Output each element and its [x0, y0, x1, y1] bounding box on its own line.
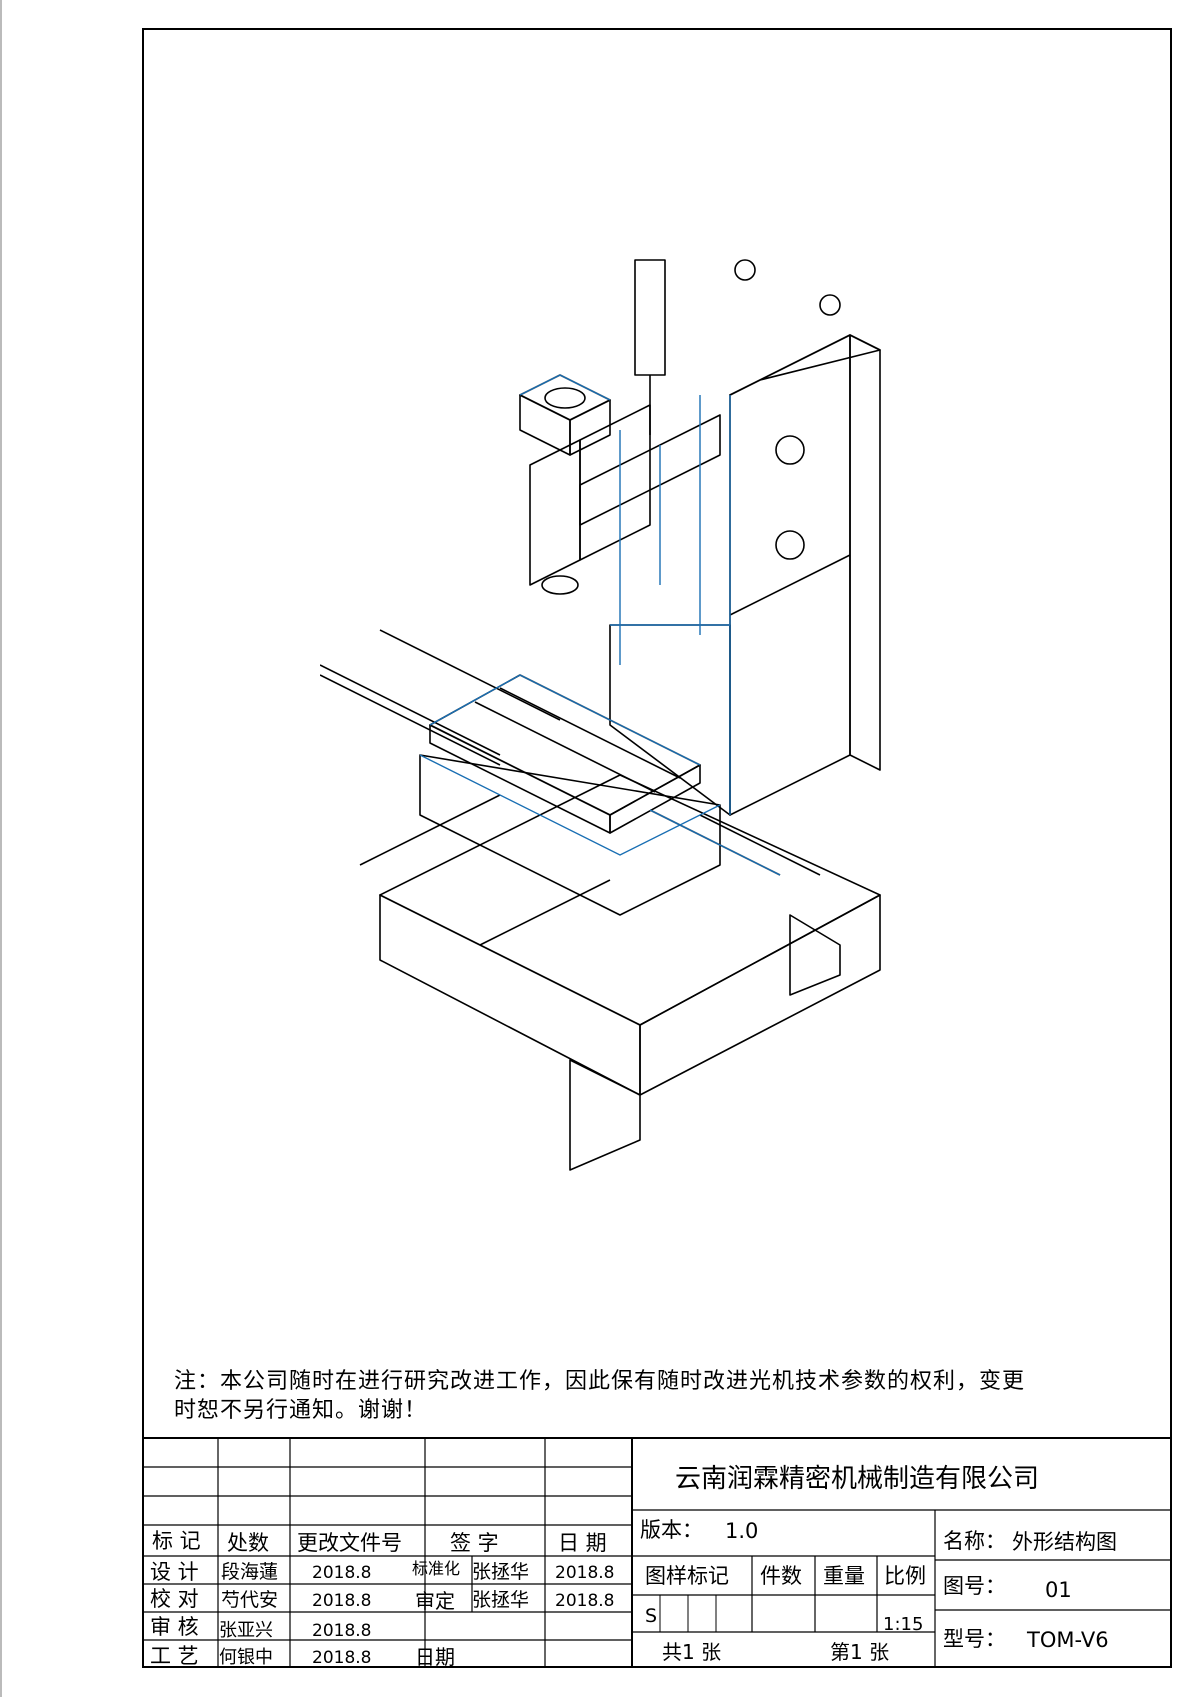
date-label: 日期 [415, 1645, 455, 1669]
weight-header: 重量 [823, 1564, 865, 1588]
total-sheets: 共1 张 [662, 1640, 721, 1664]
company-name: 云南润霖精密机械制造有限公司 [675, 1464, 1039, 1494]
drawing-no-label: 图号： [943, 1574, 1006, 1598]
role-design: 设 计 [150, 1560, 199, 1584]
rail-front-2 [479, 879, 611, 946]
drawing-no-value: 01 [1045, 1578, 1072, 1602]
column-hole-upper [775, 435, 805, 465]
standardization-person: 张拯华 [472, 1561, 529, 1583]
machine-isometric-drawing [320, 259, 881, 1171]
rail-right [379, 629, 561, 721]
motor-face [544, 387, 586, 409]
approval-person: 张拯华 [472, 1589, 529, 1611]
role-process: 工 艺 [150, 1644, 199, 1668]
date-check: 2018.8 [312, 1591, 371, 1611]
scale-value: 1:15 [883, 1614, 923, 1635]
table-side [609, 764, 701, 834]
date-design: 2018.8 [312, 1563, 371, 1583]
person-design: 段海蓮 [221, 1561, 278, 1583]
model-value: TOM-V6 [1026, 1628, 1109, 1652]
pattern-mark-header: 图样标记 [645, 1564, 729, 1588]
base-foot-right [789, 914, 841, 996]
table-slot-1 [474, 701, 656, 793]
lifting-eye-2 [819, 294, 841, 316]
approval-label: 审定 [415, 1589, 455, 1613]
column-edge [729, 554, 851, 616]
note-line-1: 注：本公司随时在进行研究改进工作，因此保有随时改进光机技术参数的权利，变更 [174, 1369, 1026, 1394]
disclaimer-note: 注：本公司随时在进行研究改进工作，因此保有随时改进光机技术参数的权利，变更 时恕… [174, 1367, 1164, 1425]
note-line-2: 时恕不另行通知。谢谢！ [174, 1398, 428, 1423]
header-date: 日 期 [558, 1531, 607, 1555]
lifting-eye-1 [734, 259, 756, 281]
version-value: 1.0 [725, 1519, 758, 1543]
base-foot-left [569, 1059, 641, 1171]
spindle-nose [541, 575, 579, 595]
rail-left [320, 664, 501, 756]
base-side [639, 894, 881, 1096]
header-place-count: 处数 [227, 1531, 269, 1555]
date-review: 2018.8 [312, 1621, 371, 1641]
rail-x-2 [699, 814, 821, 876]
name-label: 名称： [943, 1529, 1006, 1553]
standardization-date: 2018.8 [555, 1563, 614, 1583]
column-hole-lower [775, 530, 805, 560]
rail-left-2 [320, 674, 501, 766]
person-process: 何银中 [219, 1647, 273, 1668]
scale-header: 比例 [884, 1564, 926, 1588]
drawing-name: 外形结构图 [1012, 1530, 1117, 1554]
person-check: 芍代安 [221, 1589, 278, 1611]
date-process: 2018.8 [312, 1648, 371, 1668]
standardization-label: 标准化 [412, 1559, 460, 1578]
role-review: 审 核 [150, 1615, 199, 1639]
saddle [419, 754, 721, 916]
motor-body-side [569, 399, 611, 456]
header-mark: 标 记 [152, 1529, 201, 1553]
motor-highlight [519, 374, 611, 401]
saddle-highlight [419, 754, 721, 856]
x-rail-highlight [649, 809, 781, 876]
version-label: 版本： [640, 1518, 703, 1542]
role-check: 校 对 [150, 1587, 199, 1611]
sheet-edge-line [0, 0, 2, 1697]
person-review: 张亚兴 [219, 1620, 273, 1641]
sheet-index: 第1 张 [830, 1640, 889, 1664]
pattern-value: S [645, 1605, 657, 1627]
drawing-frame [142, 28, 1172, 1668]
header-signature: 签 字 [450, 1531, 499, 1555]
header-change-doc: 更改文件号 [297, 1531, 402, 1555]
rail-front-1 [359, 794, 501, 866]
table-slot-2 [499, 687, 681, 779]
approval-date: 2018.8 [555, 1591, 614, 1611]
column-top [729, 334, 881, 396]
table-highlight [429, 674, 701, 766]
quantity-header: 件数 [760, 1564, 802, 1588]
model-label: 型号： [943, 1627, 1006, 1651]
headstock-arm [579, 414, 721, 526]
